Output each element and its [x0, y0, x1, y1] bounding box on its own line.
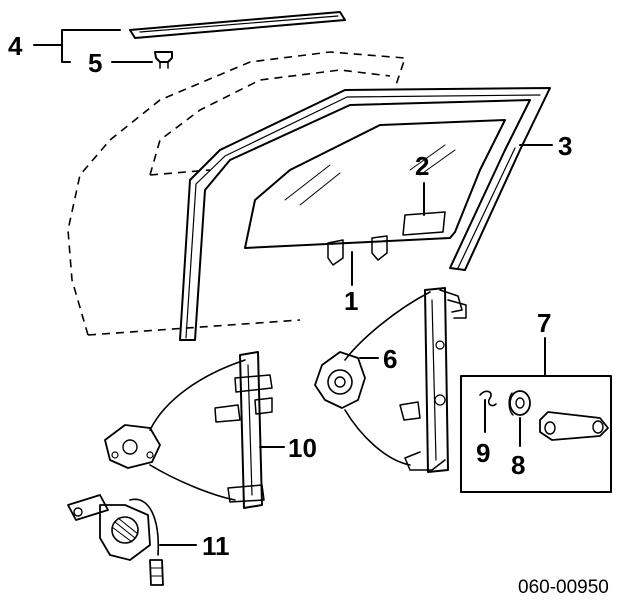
- door-frame-outline: [67, 51, 407, 336]
- kit-arm-part: [539, 411, 609, 441]
- kit-bushing-part: [508, 390, 531, 416]
- callout-10: 10: [288, 433, 317, 463]
- callout-9: 9: [476, 438, 490, 468]
- front-regulator-part: [314, 287, 467, 473]
- clip-part: [154, 51, 173, 69]
- leader-lines: [33, 29, 553, 546]
- callout-1: 1: [344, 286, 358, 316]
- window-motor-part: [67, 494, 164, 586]
- belt-weatherstrip-part: [129, 11, 346, 39]
- door-glass-part: [244, 119, 506, 266]
- callout-2: 2: [415, 151, 429, 181]
- callout-6: 6: [383, 344, 397, 374]
- callout-5: 5: [88, 48, 102, 78]
- glass-run-channel-part: [179, 87, 551, 341]
- kit-clip-part: [479, 390, 497, 407]
- callout-3: 3: [558, 131, 572, 161]
- callout-7: 7: [537, 308, 551, 338]
- rear-regulator-part: [104, 351, 273, 509]
- callout-4: 4: [8, 31, 23, 61]
- diagram-code: 060-00950: [518, 577, 609, 598]
- callout-8: 8: [511, 450, 525, 480]
- repair-kit-box: [460, 375, 612, 493]
- callout-11: 11: [202, 531, 230, 561]
